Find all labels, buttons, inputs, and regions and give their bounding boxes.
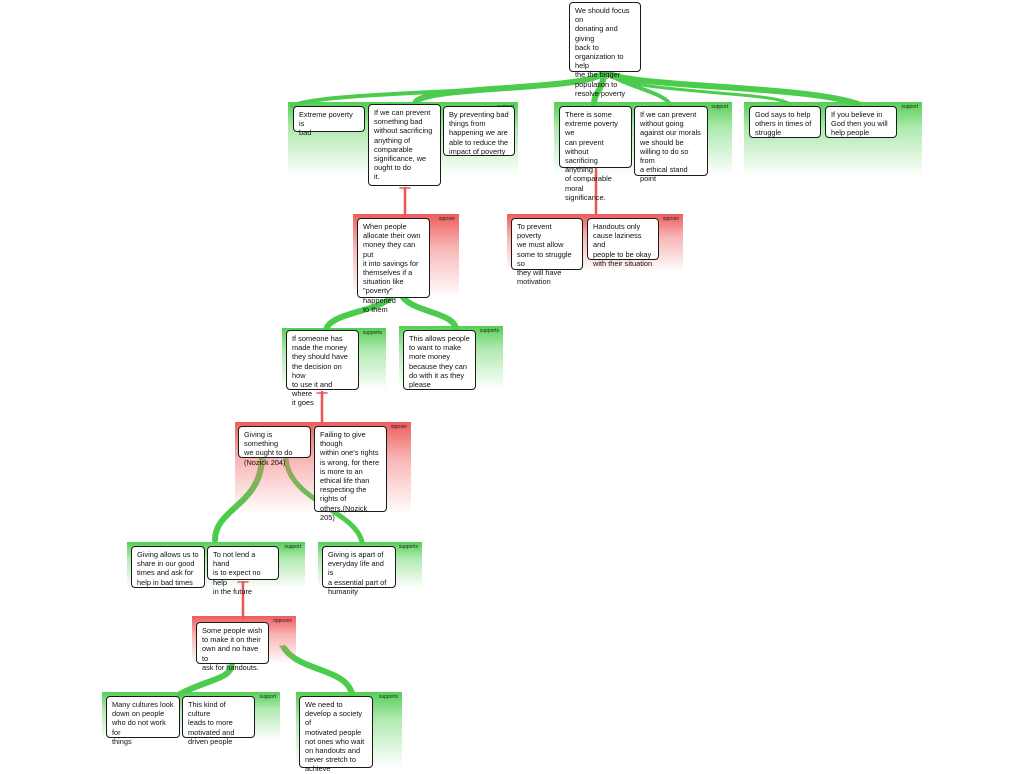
relation-label: opposes [273,618,292,624]
support-link [602,68,792,106]
relation-label: supports [362,330,382,336]
premise-box[interactable]: If you believe in God then you will help… [825,106,897,138]
relation-label: supports [398,544,418,550]
support-link [177,659,235,697]
root-claim-box[interactable]: We should focus on donating and giving b… [569,2,641,98]
relation-label: support [711,104,728,110]
premise-box[interactable]: By preventing bad things from happening … [443,106,515,156]
premise-box[interactable]: Giving is apart of everyday life and is … [322,546,396,596]
objection-box[interactable]: When people allocate their own money the… [357,218,430,314]
premise-box[interactable]: God says to help others in times of stru… [749,106,821,138]
relation-label: support [284,544,301,550]
relation-label: support [259,694,276,700]
support-link [323,293,395,333]
objection-box[interactable]: Handouts only cause laziness and people … [587,218,659,268]
premise-box[interactable]: This kind of culture leads to more motiv… [182,696,255,746]
relation-label: support [901,104,918,110]
premise-box[interactable]: If someone has made the money they shoul… [286,330,359,407]
relation-label: supports [479,328,499,334]
relation-label: supports [378,694,398,700]
objection-box[interactable]: Some people wish to make it on their own… [196,622,269,672]
premise-box[interactable]: Extreme poverty is bad [293,106,365,137]
relation-label: oppose [390,424,407,430]
relation-label: oppose [438,216,455,222]
support-link [399,293,459,331]
objection-box[interactable]: Giving is something we ought to do (Nozi… [238,426,311,467]
support-link [290,68,606,108]
premise-box[interactable]: To not lend a hand is to expect no help … [207,546,279,596]
relation-label: oppose [662,216,679,222]
premise-box[interactable]: If we can prevent something bad without … [368,104,441,186]
premise-box[interactable]: This allows people to want to make more … [403,330,476,390]
objection-box[interactable]: To prevent poverty we must allow some to… [511,218,583,286]
premise-box[interactable]: Giving allows us to share in our good ti… [131,546,205,588]
premise-box[interactable]: We need to develop a society of motivate… [299,696,373,773]
support-link [601,67,861,107]
support-link [591,67,607,107]
premise-box[interactable]: If we can prevent without going against … [634,106,708,183]
premise-box[interactable]: Many cultures look down on people who do… [106,696,180,746]
objection-box[interactable]: Failing to give though within one's righ… [314,426,387,522]
premise-box[interactable]: There is some extreme poverty we can pre… [559,106,632,202]
